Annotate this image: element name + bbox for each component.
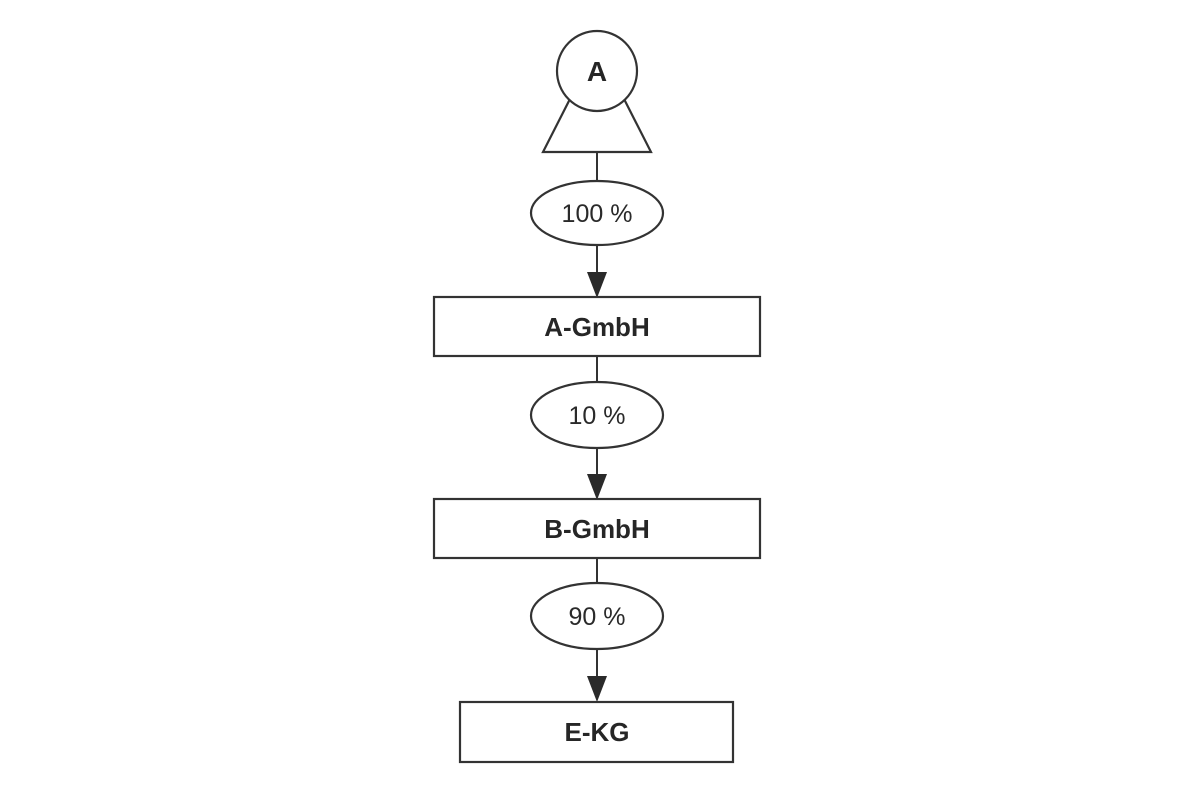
person-head-circle bbox=[555, 29, 639, 113]
ownership-percentage-label: 10 % bbox=[569, 402, 626, 430]
entity-box-b-gmbh: B-GmbH bbox=[432, 497, 762, 560]
ownership-percentage-label: 100 % bbox=[562, 200, 633, 228]
edge-b-gmbh-to-e-kg: 90 % bbox=[529, 558, 665, 702]
entity-box-a-gmbh: A-GmbH bbox=[432, 295, 762, 358]
person-symbol: A bbox=[541, 29, 653, 154]
entity-label: E-KG bbox=[565, 717, 630, 747]
entity-box bbox=[432, 295, 762, 358]
entity-box-e-kg: E-KG bbox=[458, 700, 735, 764]
arrowhead-down-icon bbox=[587, 676, 607, 702]
edge-person-to-a-gmbh: 100 % bbox=[529, 152, 665, 298]
ownership-percentage-label: 90 % bbox=[569, 603, 626, 631]
entity-label: A-GmbH bbox=[544, 312, 649, 342]
edge-a-gmbh-to-b-gmbh: 10 % bbox=[529, 356, 665, 500]
entity-box bbox=[432, 497, 762, 560]
entity-label: B-GmbH bbox=[544, 514, 649, 544]
entity-box bbox=[458, 700, 735, 764]
arrowhead-down-icon bbox=[587, 474, 607, 500]
person-label: A bbox=[587, 56, 607, 87]
arrowhead-down-icon bbox=[587, 272, 607, 298]
